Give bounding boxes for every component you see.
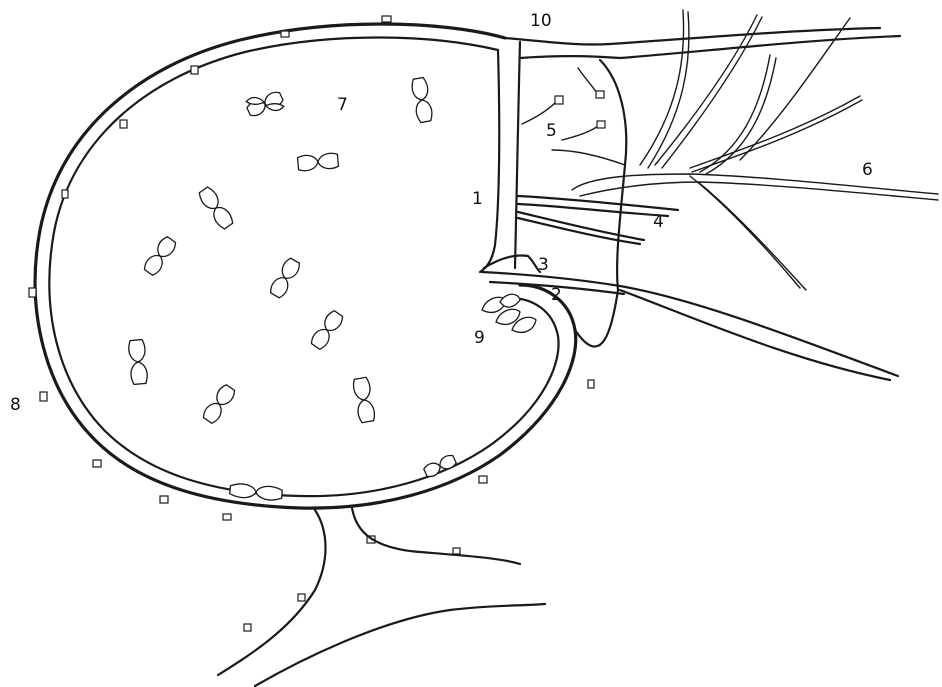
bead [62, 190, 68, 198]
chromosome [411, 77, 434, 123]
structure-5c-stem [562, 126, 598, 140]
structure-5c-tip [597, 121, 605, 128]
label-2: 2 [551, 285, 562, 305]
label-5: 5 [546, 121, 557, 141]
chromosome [230, 483, 283, 501]
stalk-2-right-wall [575, 290, 618, 347]
partition-wall-left [480, 50, 499, 272]
label-8: 8 [10, 395, 21, 415]
top-branch-upper [505, 28, 880, 45]
stalk-2-lower-b [620, 290, 890, 380]
top-branch-lower [520, 36, 900, 58]
outer-wall-inner-contour [49, 38, 558, 497]
chromosome [201, 383, 237, 425]
thin-branch-e [690, 96, 860, 168]
hypha-4a [518, 196, 678, 210]
cluster-lobe [500, 294, 520, 307]
bead [244, 624, 251, 631]
thin-branch-a [640, 10, 684, 165]
outer-wall-outer-contour [35, 24, 576, 508]
structure-5-curve [552, 150, 625, 165]
chromosome [268, 257, 301, 299]
chromosome [142, 235, 178, 277]
bead [40, 392, 47, 401]
branch-6-lower [580, 182, 938, 200]
bead [588, 380, 594, 388]
chromosome [128, 339, 148, 384]
chromosome [297, 153, 338, 172]
bead [160, 496, 168, 503]
structure-5b-tip [555, 96, 563, 104]
chromosome [352, 377, 375, 423]
label-3: 3 [538, 255, 549, 275]
chromosome [309, 309, 345, 351]
label-10: 10 [530, 11, 552, 31]
bottom-curve [255, 604, 545, 686]
stalk-2-upper [482, 272, 898, 376]
bead [120, 120, 127, 128]
bead [453, 548, 460, 554]
bead [479, 476, 487, 483]
chromosome [244, 86, 286, 122]
bead [281, 31, 289, 37]
label-9: 9 [474, 328, 485, 348]
chromosome [197, 186, 235, 231]
chromosome-group [128, 77, 457, 501]
chromosome [423, 454, 457, 479]
bottom-stalk-left [218, 510, 326, 675]
bead [93, 460, 101, 467]
label-4: 4 [653, 212, 664, 232]
bottom-stalk-right [352, 508, 520, 564]
label-7: 7 [337, 95, 348, 115]
bead [223, 514, 231, 520]
branch-6-drop [690, 176, 800, 288]
branch-6-drop2 [698, 182, 806, 290]
structure-5a-stem [578, 68, 597, 93]
bead [29, 288, 36, 297]
hypha-4b [518, 212, 644, 240]
bead [382, 16, 391, 22]
structures-5 [522, 68, 625, 165]
hypha-4b-inner [518, 218, 640, 244]
label-1: 1 [472, 189, 483, 209]
bead [298, 594, 305, 601]
structure-5a-tip [596, 91, 604, 98]
partition-wall-right [515, 42, 520, 268]
label-6: 6 [862, 160, 873, 180]
bead [191, 66, 198, 74]
